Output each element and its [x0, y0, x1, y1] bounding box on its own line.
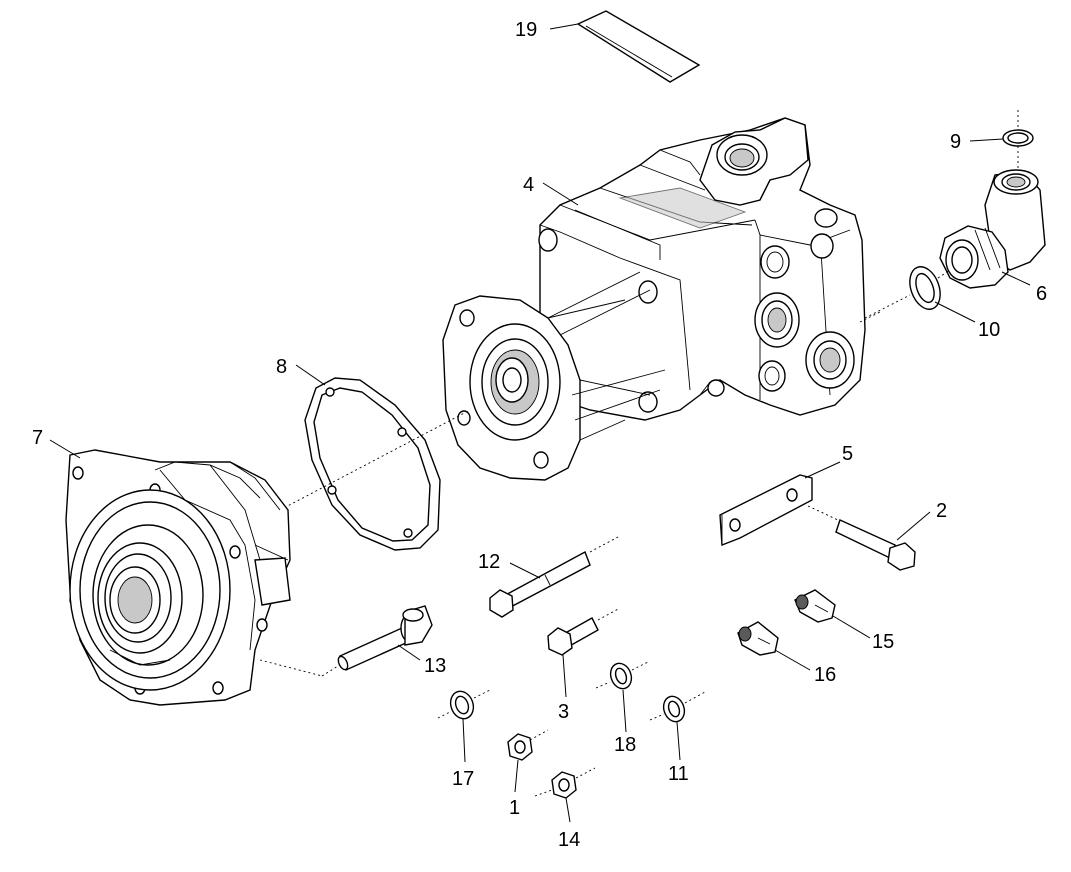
- part-8-gasket: [304, 377, 441, 551]
- leader-6: [1001, 271, 1031, 286]
- leader-3: [562, 654, 567, 698]
- leader-18: [622, 689, 627, 733]
- callout-18: 18: [614, 734, 636, 756]
- leader-7: [49, 439, 81, 459]
- callout-6: 6: [1036, 283, 1047, 305]
- callout-2: 2: [936, 500, 947, 522]
- part-5-bracket-plate: [719, 474, 813, 546]
- callout-7: 7: [32, 427, 43, 449]
- callout-8: 8: [276, 356, 287, 378]
- part-13-stud-bolt: [259, 605, 433, 677]
- leader-17: [462, 718, 466, 763]
- leader-19: [549, 23, 579, 30]
- part-7-adapter-housing: [65, 449, 291, 706]
- leader-13: [397, 644, 421, 661]
- leader-14: [565, 797, 571, 823]
- leader-11: [676, 721, 681, 761]
- leader-12: [509, 562, 541, 579]
- callout-17: 17: [452, 768, 474, 790]
- callout-10: 10: [978, 319, 1000, 341]
- part-15-clip: [794, 589, 836, 623]
- part-3-bolt: [547, 607, 621, 656]
- part-16-clip: [737, 621, 779, 656]
- part-2-bolt: [807, 505, 916, 571]
- callout-5: 5: [842, 443, 853, 465]
- part-10-seal-washer: [864, 266, 951, 319]
- part-19-label-plate: [576, 10, 701, 83]
- leader-10: [934, 301, 976, 323]
- part-17-washer: [437, 689, 491, 720]
- leader-2: [896, 511, 931, 541]
- callout-12: 12: [478, 551, 500, 573]
- leader-15: [832, 615, 871, 639]
- leader-16: [774, 649, 811, 671]
- leader-5: [804, 461, 841, 479]
- callout-11: 11: [668, 763, 689, 785]
- callout-4: 4: [523, 174, 534, 196]
- callout-15: 15: [872, 631, 894, 653]
- leader-1: [514, 759, 519, 793]
- part-9-o-ring: [1002, 110, 1034, 168]
- leader-4: [542, 182, 579, 206]
- part-4-pump-body: [442, 117, 866, 481]
- leader-8: [295, 364, 326, 386]
- part-12-bolt: [489, 536, 619, 618]
- leader-9: [969, 138, 1004, 142]
- callout-14: 14: [558, 829, 580, 851]
- callout-3: 3: [558, 701, 569, 723]
- axis-line: [279, 409, 471, 511]
- part-18-washer: [595, 661, 649, 690]
- callout-16: 16: [814, 664, 836, 686]
- part-11-washer: [649, 691, 706, 723]
- part-14-nut: [534, 767, 596, 799]
- part-1-nut: [507, 729, 549, 761]
- callout-1: 1: [509, 797, 520, 819]
- axis-line-rear: [859, 311, 881, 323]
- part-6-elbow-fitting: [939, 169, 1046, 289]
- callout-13: 13: [424, 655, 446, 677]
- callout-labels: 19 4 9 6 10 8 7 5 2 12 13 15 16 3 18 11 …: [32, 19, 1047, 851]
- callout-19: 19: [515, 19, 537, 41]
- leader-lines: [49, 23, 1031, 823]
- callout-9: 9: [950, 131, 961, 153]
